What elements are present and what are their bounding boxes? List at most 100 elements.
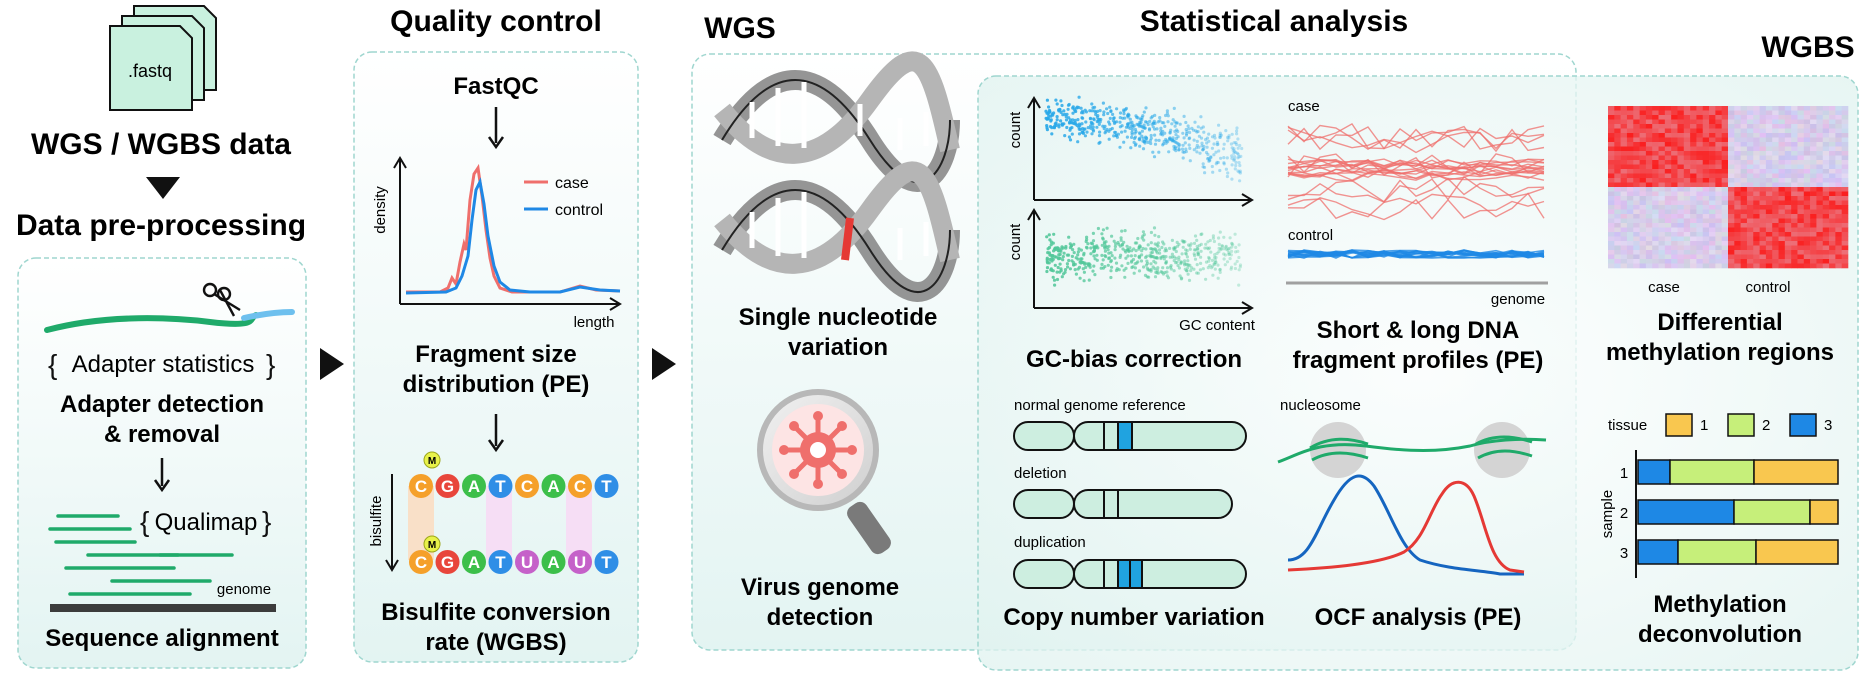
heatmap-cell xyxy=(1841,155,1849,161)
heatmap-cell xyxy=(1658,218,1666,224)
heatmap-cell xyxy=(1753,173,1760,179)
heatmap-cell xyxy=(1797,128,1805,134)
heatmap-cell xyxy=(1683,241,1691,246)
scatter-point xyxy=(1061,255,1065,259)
heatmap-cell xyxy=(1740,250,1748,255)
scatter-point xyxy=(1080,111,1084,115)
scatter-point xyxy=(1091,106,1095,110)
heatmap-cell xyxy=(1608,124,1615,129)
heatmap-cell xyxy=(1822,209,1830,215)
heatmap-cell xyxy=(1797,182,1805,188)
heatmap-cell xyxy=(1772,173,1779,179)
heatmap-cell xyxy=(1822,133,1830,138)
scatter-point xyxy=(1071,105,1075,109)
scatter-point xyxy=(1237,268,1241,272)
heatmap-cell xyxy=(1620,110,1628,116)
heatmap-cell xyxy=(1841,182,1849,188)
heatmap-cell xyxy=(1753,142,1760,147)
heatmap-cell xyxy=(1709,128,1716,134)
scatter-point xyxy=(1047,261,1051,265)
scatter-point xyxy=(1045,128,1049,132)
heatmap-cell xyxy=(1772,191,1779,197)
heatmap-cell xyxy=(1728,115,1735,120)
heatmap-cell xyxy=(1639,146,1647,152)
brace-right-2: } xyxy=(262,506,271,537)
scatter-point xyxy=(1218,135,1222,139)
heatmap-cell xyxy=(1633,182,1640,188)
heatmap-cell xyxy=(1658,115,1666,120)
heatmap-cell xyxy=(1841,142,1849,147)
heatmap-cell xyxy=(1677,245,1685,251)
scatter-point xyxy=(1219,156,1223,160)
scatter-point xyxy=(1090,102,1094,106)
heatmap-cell xyxy=(1664,187,1672,192)
heatmap-cell xyxy=(1841,259,1849,264)
scatter-point xyxy=(1226,139,1230,143)
heatmap-cell xyxy=(1803,146,1811,152)
scatter-point xyxy=(1065,262,1069,266)
heatmap-cell xyxy=(1791,218,1798,224)
heatmap-cell xyxy=(1765,169,1773,174)
scatter-point xyxy=(1188,247,1192,251)
heatmap-cell xyxy=(1728,205,1735,210)
heatmap-cell xyxy=(1620,218,1628,224)
wgbs-title: WGBS xyxy=(1761,31,1854,64)
scatter-point xyxy=(1141,114,1145,118)
heatmap-cell xyxy=(1639,259,1647,264)
heatmap-cell xyxy=(1765,178,1773,183)
heatmap-cell xyxy=(1765,151,1773,156)
scatter-point xyxy=(1164,137,1168,142)
scatter-point xyxy=(1145,254,1149,258)
heatmap-cell xyxy=(1626,250,1634,255)
heatmap-cell xyxy=(1633,223,1640,228)
scatter-point xyxy=(1125,122,1130,126)
heatmap-cell xyxy=(1690,128,1697,134)
scatter-point xyxy=(1130,132,1134,136)
data-title: WGS / WGBS data xyxy=(31,128,291,161)
heatmap-cell xyxy=(1822,227,1830,233)
heatmap-cell xyxy=(1746,241,1754,246)
heatmap-cell xyxy=(1702,133,1710,138)
scatter-point xyxy=(1180,252,1184,256)
heatmap-cell xyxy=(1778,124,1786,129)
heatmap-cell xyxy=(1645,151,1653,156)
scatter-point xyxy=(1170,255,1174,259)
heatmap-cell xyxy=(1709,191,1716,197)
heatmap-cell xyxy=(1835,133,1842,138)
heatmap-cell xyxy=(1614,196,1621,201)
heatmap-cell xyxy=(1664,173,1672,179)
heatmap-cell xyxy=(1652,124,1659,129)
heatmap-cell xyxy=(1734,110,1741,116)
scatter-point xyxy=(1120,264,1124,268)
scatter-point xyxy=(1199,249,1203,253)
control-density-curve xyxy=(405,177,621,295)
heatmap-cell xyxy=(1702,178,1710,183)
scatter-point xyxy=(1230,242,1234,246)
heatmap-cell xyxy=(1633,155,1640,161)
scatter-point xyxy=(1174,249,1178,254)
heatmap-cell xyxy=(1658,124,1666,129)
scatter-point xyxy=(1138,244,1142,248)
heatmap-cell xyxy=(1652,115,1659,120)
heatmap-cell xyxy=(1664,169,1672,174)
scatter-point xyxy=(1101,228,1105,232)
heatmap-cell xyxy=(1696,137,1704,143)
heatmap-cell xyxy=(1671,232,1678,237)
scatter-point xyxy=(1138,144,1142,148)
heatmap-control-label: control xyxy=(1745,279,1790,296)
scatter-point xyxy=(1135,241,1139,245)
heatmap-cell xyxy=(1608,241,1615,246)
scatter-point xyxy=(1118,244,1122,248)
heatmap-cell xyxy=(1626,146,1634,152)
heatmap-cell xyxy=(1715,227,1722,233)
heatmap-cell xyxy=(1810,200,1817,206)
scatter-point xyxy=(1131,265,1135,269)
scatter-point xyxy=(1218,270,1222,274)
heatmap-cell xyxy=(1740,173,1748,179)
heatmap-cell xyxy=(1784,245,1792,251)
heatmap-cell xyxy=(1658,227,1666,233)
heatmap-cell xyxy=(1702,254,1710,260)
heatmap-cell xyxy=(1791,187,1798,192)
scatter-point xyxy=(1193,257,1198,261)
heatmap-cell xyxy=(1702,227,1710,233)
